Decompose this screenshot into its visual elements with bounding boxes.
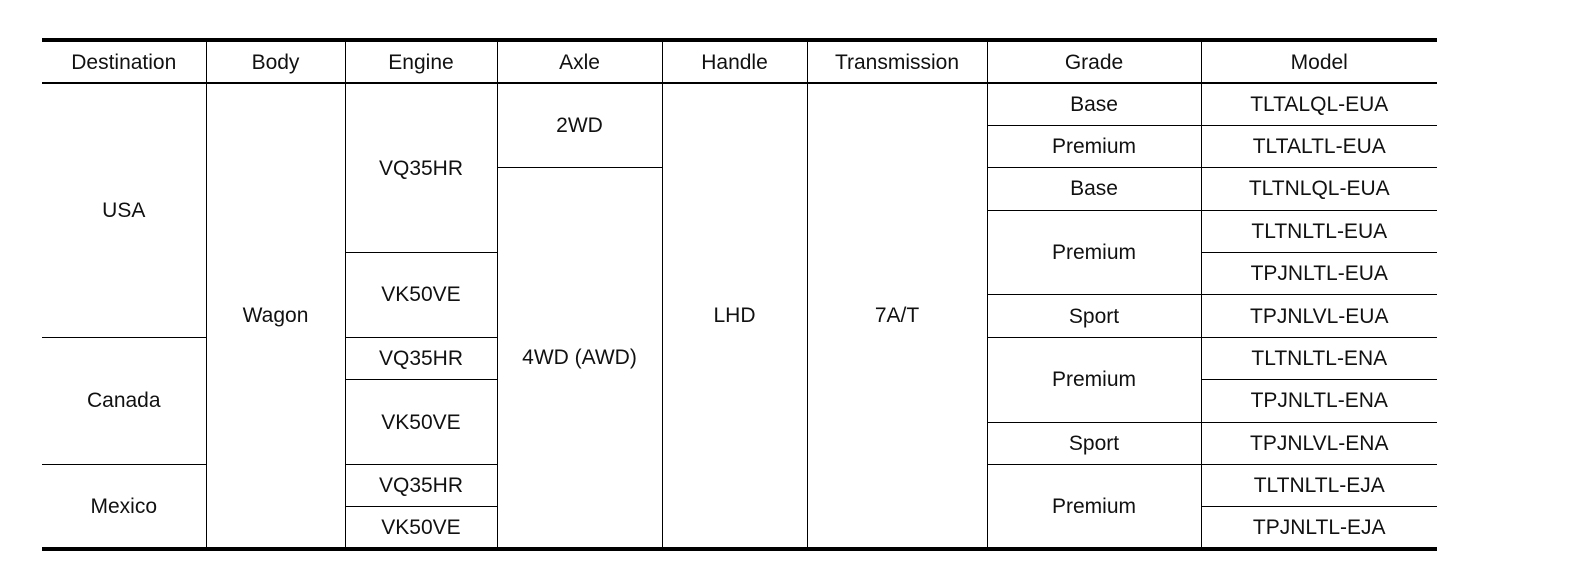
- header-body: Body: [205, 40, 346, 84]
- grade-cell: Premium: [987, 209, 1202, 296]
- header-transmission: Transmission: [806, 40, 988, 84]
- model-cell: TPJNLVL-ENA: [1200, 421, 1437, 466]
- header-axle: Axle: [496, 40, 663, 84]
- table-row: Premium TLTNLTL-EUA: [42, 209, 1437, 296]
- destination-cell: Mexico: [42, 464, 207, 550]
- model-cell: TLTALTL-EUA: [1200, 124, 1437, 169]
- header-handle: Handle: [661, 40, 808, 84]
- engine-cell: VK50VE: [345, 506, 498, 550]
- destination-cell: USA: [42, 82, 207, 338]
- model-cell: TLTNLTL-EUA: [1200, 209, 1437, 254]
- table-row: Mexico VQ35HR Premium TLTNLTL-EJA: [42, 464, 1437, 550]
- header-model: Model: [1200, 40, 1437, 84]
- body-cell: Wagon: [205, 82, 346, 550]
- engine-cell: VQ35HR: [344, 464, 498, 508]
- grade-cell: Sport: [987, 421, 1202, 466]
- model-cell: TLTNLQL-EUA: [1200, 167, 1437, 211]
- model-cell: TPJNLVL-EUA: [1200, 294, 1437, 338]
- model-cell: TPJNLTL-EJA: [1200, 506, 1437, 550]
- model-cell: TLTNLTL-ENA: [1200, 336, 1437, 381]
- model-cell: TLTNLTL-EJA: [1200, 464, 1437, 508]
- model-cell: TLTALQL-EUA: [1200, 82, 1437, 126]
- handle-cell: LHD: [661, 82, 808, 550]
- destination-cell: Canada: [42, 336, 207, 466]
- table-row: VK50VE TPJNLTL-ENA: [42, 379, 1437, 466]
- grade-cell: Premium: [987, 124, 1202, 169]
- grade-cell: Premium: [986, 464, 1202, 550]
- table-row: Sport TPJNLVL-ENA: [42, 421, 1437, 466]
- table-row: VK50VE TPJNLTL-EJA: [42, 506, 1437, 550]
- model-spec-table: Destination Body Engine Axle Handle Tran…: [42, 38, 1437, 552]
- grade-cell: Premium: [986, 336, 1202, 423]
- header-grade: Grade: [986, 40, 1202, 84]
- engine-cell: VQ35HR: [344, 336, 498, 381]
- grade-cell: Base: [986, 167, 1202, 211]
- header-destination: Destination: [42, 40, 207, 84]
- table-row: Canada VQ35HR Premium TLTNLTL-ENA: [42, 336, 1437, 466]
- header-row: Destination Body Engine Axle Handle Tran…: [42, 40, 1437, 84]
- header-engine: Engine: [344, 40, 498, 84]
- table-row: 4WD (AWD) Base TLTNLQL-EUA: [42, 167, 1437, 550]
- grade-cell: Sport: [987, 294, 1202, 338]
- axle-cell: 2WD: [496, 82, 663, 169]
- transmission-cell: 7A/T: [806, 82, 988, 550]
- engine-cell: VQ35HR: [344, 82, 498, 254]
- table-row: Sport TPJNLVL-EUA: [42, 294, 1437, 338]
- table-row: USA Wagon VQ35HR 2WD LHD 7A/T Base TLTAL…: [42, 82, 1437, 550]
- engine-cell: VK50VE: [345, 379, 498, 466]
- model-cell: TPJNLTL-ENA: [1200, 379, 1437, 423]
- grade-cell: Base: [986, 82, 1202, 126]
- model-cell: TPJNLTL-EUA: [1200, 252, 1437, 296]
- engine-cell: VK50VE: [345, 252, 498, 338]
- axle-cell: 4WD (AWD): [497, 167, 663, 550]
- table-row: Premium TLTALTL-EUA: [42, 124, 1437, 169]
